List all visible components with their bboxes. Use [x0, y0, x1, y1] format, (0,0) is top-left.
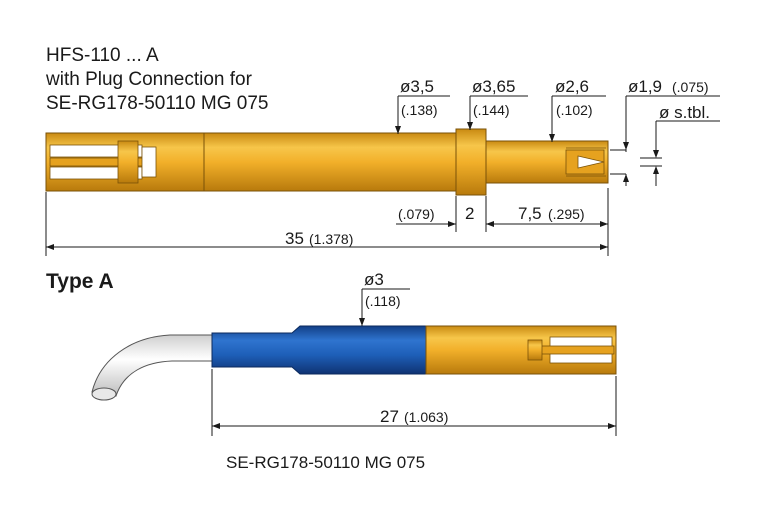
cable-sheath [91, 334, 213, 397]
header-line-2: with Plug Connection for [46, 69, 252, 90]
dim-d19-mm: ø1,9 [628, 77, 663, 96]
dim-seg-75: 7,5 [518, 204, 542, 223]
dimension-lines-top [45, 95, 720, 256]
blue-sleeve [211, 325, 427, 375]
dim-d365-mm: ø3,65 [472, 77, 516, 96]
dim-d35-in: (.138) [401, 102, 438, 118]
dim-d26-mm: ø2,6 [555, 77, 590, 96]
header-line-3: SE-RG178-50110 MG 075 [46, 93, 269, 114]
dim-stbl: ø s.tbl. [659, 103, 711, 122]
probe-barrel [203, 132, 457, 192]
probe-top [45, 128, 609, 196]
dim-len-in: (1.063) [404, 409, 449, 425]
dim-total-in: (1.378) [309, 231, 354, 247]
dim-seg-079: (.079) [398, 206, 435, 222]
dim-d365-in: (.144) [473, 102, 510, 118]
dim-d26-in: (.102) [556, 102, 593, 118]
arrowheads-top [46, 122, 659, 250]
dim-seg-75-in: (.295) [548, 206, 585, 222]
type-a-assembly [91, 325, 617, 401]
dim-len-mm: 27 [380, 407, 399, 426]
dim-d3-in: (.118) [365, 293, 401, 309]
dim-d35-mm: ø3,5 [400, 77, 435, 96]
arrowheads-type-a [212, 318, 616, 429]
cable-label: SE-RG178-50110 MG 075 [226, 453, 426, 472]
probe-collar [455, 128, 487, 196]
header-line-1: HFS-110 ... A [46, 45, 159, 66]
type-a-label: Type A [46, 270, 114, 293]
dim-d3-mm: ø3 [364, 270, 384, 289]
dim-seg-2: 2 [465, 204, 475, 223]
dim-total-mm: 35 [285, 229, 304, 248]
dim-d19-in: (.075) [672, 79, 709, 95]
